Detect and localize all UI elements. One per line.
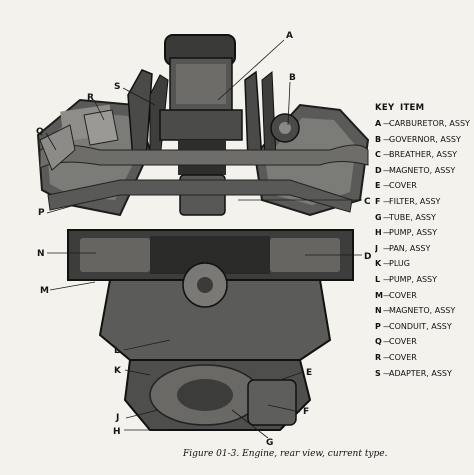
legend-row: B—GOVERNOR, ASSY bbox=[375, 132, 474, 148]
callout-a: A bbox=[286, 31, 293, 41]
legend-key: A bbox=[375, 119, 382, 128]
callout-l: L bbox=[114, 346, 120, 356]
legend-separator: — bbox=[383, 196, 391, 206]
legend-header: KEY ITEM bbox=[375, 100, 474, 116]
legend-key: P bbox=[375, 321, 381, 331]
legend-separator: — bbox=[383, 134, 391, 144]
callout-f: F bbox=[303, 407, 309, 417]
legend-key: E bbox=[375, 181, 381, 191]
legend-row: E—COVER bbox=[375, 178, 474, 194]
legend-item: CARBURETOR, ASSY bbox=[389, 119, 470, 128]
legend-key: G bbox=[375, 212, 382, 222]
legend-row: G—TUBE, ASSY bbox=[375, 210, 474, 226]
legend-row: M—COVER bbox=[375, 288, 474, 304]
legend-item: PUMP, ASSY bbox=[389, 274, 438, 284]
callout-p: P bbox=[38, 208, 45, 218]
legend-key: K bbox=[375, 259, 382, 269]
legend-item: BREATHER, ASSY bbox=[389, 150, 458, 160]
callout-b: B bbox=[289, 73, 296, 83]
figure-caption: Figure 01-3. Engine, rear view, current … bbox=[183, 449, 387, 459]
legend-item: MAGNETO, ASSY bbox=[389, 165, 456, 175]
callout-q: Q bbox=[36, 127, 44, 137]
legend-item: PUMP, ASSY bbox=[389, 228, 438, 238]
legend-key: M bbox=[375, 290, 383, 300]
legend-row: D—MAGNETO, ASSY bbox=[375, 163, 474, 179]
legend-item: TUBE, ASSY bbox=[389, 212, 436, 222]
legend-separator: — bbox=[383, 337, 391, 347]
legend-item: FILTER, ASSY bbox=[389, 196, 441, 206]
legend-item: ADAPTER, ASSY bbox=[389, 368, 452, 378]
legend-row: A—CARBURETOR, ASSY bbox=[375, 116, 474, 132]
callout-n: N bbox=[37, 249, 45, 259]
legend-separator: — bbox=[383, 290, 391, 300]
legend-item: COVER bbox=[389, 181, 417, 191]
legend-separator: — bbox=[383, 150, 391, 160]
callout-e: E bbox=[306, 368, 312, 378]
legend-item: COVER bbox=[389, 290, 417, 300]
legend-row: P—CONDUIT, ASSY bbox=[375, 319, 474, 335]
legend-separator: — bbox=[383, 181, 391, 191]
callout-h: H bbox=[113, 427, 121, 437]
legend-col-key: KEY bbox=[375, 103, 395, 113]
figure-number: Figure 01-3. bbox=[183, 449, 240, 459]
legend-row: S—ADAPTER, ASSY bbox=[375, 366, 474, 382]
callout-d: D bbox=[364, 252, 371, 262]
legend-item: GOVERNOR, ASSY bbox=[389, 134, 461, 144]
legend-item: COVER bbox=[389, 352, 417, 362]
callout-k: K bbox=[114, 366, 122, 376]
legend-key: C bbox=[375, 150, 381, 160]
legend-row: K—PLUG bbox=[375, 256, 474, 272]
leader-lines bbox=[45, 39, 362, 439]
legend-separator: — bbox=[383, 243, 391, 253]
legend-separator: — bbox=[383, 306, 391, 316]
legend-key: L bbox=[375, 274, 381, 284]
legend-item: COVER bbox=[389, 337, 417, 347]
legend-separator: — bbox=[383, 212, 391, 222]
legend-separator: — bbox=[383, 274, 391, 284]
legend-row: F—FILTER, ASSY bbox=[375, 194, 474, 210]
legend-row: Q—COVER bbox=[375, 334, 474, 350]
callout-s: S bbox=[114, 82, 120, 92]
legend-item: PLUG bbox=[389, 259, 410, 269]
legend-separator: — bbox=[383, 259, 391, 269]
legend-separator: — bbox=[383, 321, 391, 331]
legend-col-item: ITEM bbox=[400, 103, 425, 113]
legend-item: PAN, ASSY bbox=[389, 243, 431, 253]
legend-separator: — bbox=[383, 119, 391, 128]
legend-row: H—PUMP, ASSY bbox=[375, 225, 474, 241]
legend-separator: — bbox=[383, 368, 391, 378]
callout-c: C bbox=[364, 197, 371, 207]
legend-separator: — bbox=[383, 165, 391, 175]
legend-row: C—BREATHER, ASSY bbox=[375, 147, 474, 163]
figure-caption-text: Engine, rear view, current type. bbox=[242, 449, 388, 459]
callout-m: M bbox=[40, 286, 49, 296]
callout-j: J bbox=[115, 413, 119, 423]
legend-key: R bbox=[375, 352, 382, 362]
engine-body bbox=[36, 34, 370, 431]
legend-key: J bbox=[375, 243, 378, 253]
legend-key: F bbox=[375, 196, 381, 206]
legend-key: H bbox=[375, 228, 382, 238]
legend-row: J —PAN, ASSY bbox=[375, 241, 474, 257]
legend-item: MAGNETO, ASSY bbox=[389, 306, 456, 316]
legend-row: L—PUMP, ASSY bbox=[375, 272, 474, 288]
legend-item: CONDUIT, ASSY bbox=[389, 321, 452, 331]
callout-r: R bbox=[87, 93, 94, 103]
legend-row: N—MAGNETO, ASSY bbox=[375, 303, 474, 319]
legend-key: D bbox=[375, 165, 382, 175]
legend-key: S bbox=[375, 368, 381, 378]
legend-key: Q bbox=[375, 337, 382, 347]
legend-row: R—COVER bbox=[375, 350, 474, 366]
legend-separator: — bbox=[383, 352, 391, 362]
legend-key: B bbox=[375, 134, 382, 144]
legend-separator: — bbox=[383, 228, 391, 238]
callout-g: G bbox=[266, 438, 273, 448]
legend-key: N bbox=[375, 306, 382, 316]
callouts: A B C D E F G H J K L M N P Q R S bbox=[36, 31, 371, 448]
